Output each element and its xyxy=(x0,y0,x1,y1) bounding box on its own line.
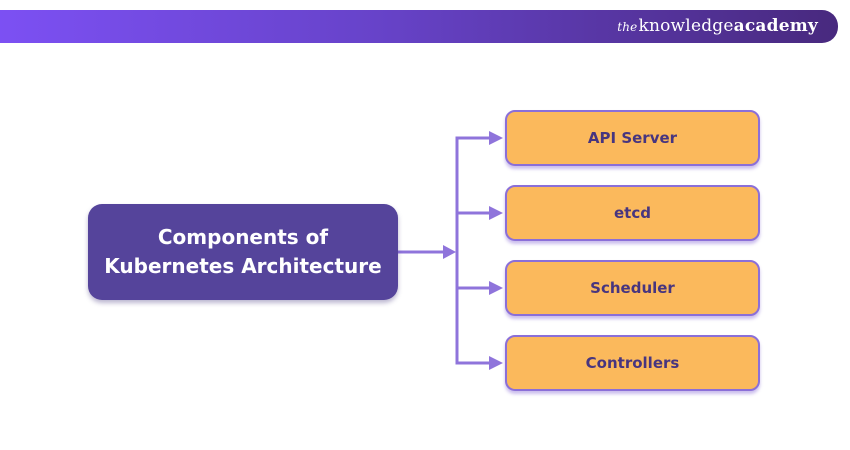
node-label: Scheduler xyxy=(590,279,675,297)
node-scheduler: Scheduler xyxy=(505,260,760,316)
node-label: API Server xyxy=(587,129,678,147)
logo-text-knowledge: knowledge xyxy=(638,16,734,36)
logo-text-the: the xyxy=(617,20,638,34)
node-label: Controllers xyxy=(585,354,680,372)
knowledge-academy-logo: theknowledgeacademy xyxy=(617,18,818,35)
node-etcd: etcd xyxy=(505,185,760,241)
root-label-line1: Components of xyxy=(157,225,329,249)
node-controllers: Controllers xyxy=(505,335,760,391)
root-label-line2: Kubernetes Architecture xyxy=(104,254,382,278)
header-brand-bar: theknowledgeacademy xyxy=(0,10,838,43)
node-components-of-kubernetes-architecture: Components of Kubernetes Architecture xyxy=(88,204,398,300)
node-api-server: API Server xyxy=(505,110,760,166)
node-label: etcd xyxy=(614,204,651,222)
logo-text-academy: academy xyxy=(733,16,818,36)
